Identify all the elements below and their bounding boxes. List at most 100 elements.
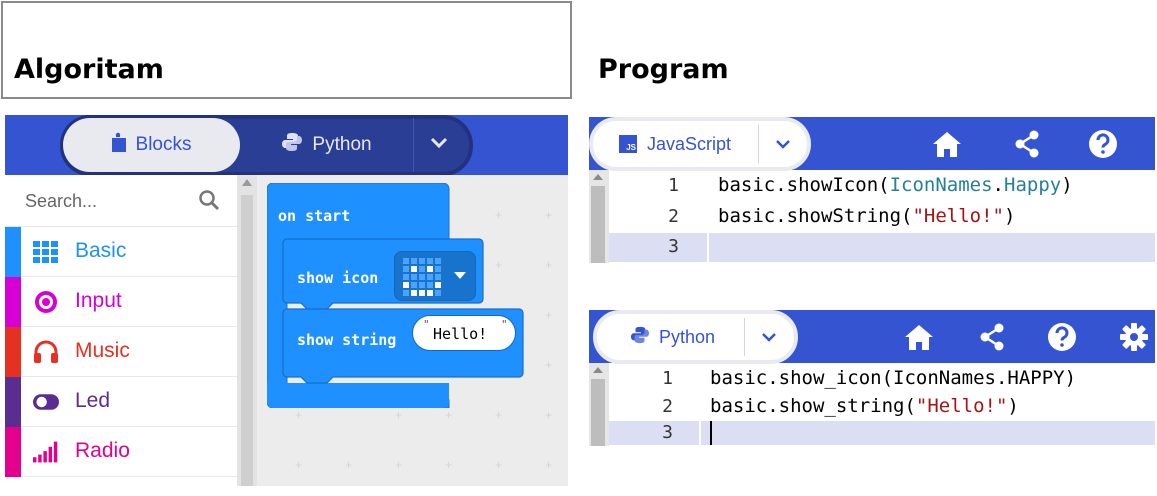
category-basic[interactable]: Basic: [5, 227, 237, 277]
open-quote-icon: ": [423, 318, 430, 331]
category-label: Input: [75, 289, 122, 312]
puzzle-icon: [111, 132, 126, 158]
line-separator: [699, 421, 701, 445]
code-line[interactable]: 2 basic.showString("Hello!"): [609, 203, 1155, 231]
editor-toolbar: Blocks Python: [5, 115, 568, 176]
chevron-down-icon: [761, 333, 776, 342]
javascript-editor: JS JavaScript 1 basic.showIcon(IconNames…: [589, 117, 1155, 263]
grid-plus: +: [545, 408, 553, 422]
editor-menu-button[interactable]: [413, 118, 463, 172]
toolbox: Basic Input Music Led: [5, 175, 237, 486]
scrollbar-thumb[interactable]: [241, 195, 253, 486]
settings-button[interactable]: [1117, 320, 1151, 354]
happy-face-icon: [403, 258, 441, 296]
category-color-bar: [5, 327, 21, 377]
help-button[interactable]: [1045, 320, 1079, 354]
program-heading: Program: [598, 54, 729, 85]
string-field[interactable]: " Hello! ": [412, 315, 516, 351]
caret-down-icon: [454, 272, 466, 279]
toggle-icon: [33, 389, 59, 415]
grid-plus: +: [545, 358, 553, 372]
search-input[interactable]: [25, 189, 185, 213]
category-input[interactable]: Input: [5, 277, 237, 327]
show-string-label: show string: [297, 331, 397, 349]
blocks-workspace[interactable]: + + + + + + + + + + + + + + + + + on sta…: [257, 175, 568, 486]
grid-plus: +: [545, 308, 553, 322]
grid-plus: +: [345, 458, 353, 472]
string-value: Hello!: [433, 325, 488, 343]
grid-plus: +: [545, 208, 553, 222]
code-text: basic.show_icon(IconNames.HAPPY): [710, 367, 1077, 389]
category-color-bar: [5, 377, 21, 427]
grid-plus: +: [395, 458, 403, 472]
category-label: Led: [75, 389, 111, 412]
python-icon: [282, 132, 303, 158]
tab-python[interactable]: Python: [247, 118, 407, 172]
tab-blocks-label: Blocks: [135, 134, 192, 155]
code-line-active[interactable]: 3: [609, 421, 1155, 445]
code-line[interactable]: 1 basic.showIcon(IconNames.Happy): [609, 172, 1155, 200]
code-text: basic.showString("Hello!"): [718, 205, 1016, 227]
line-number: 3: [662, 422, 673, 443]
algorithm-heading-box: [1, 1, 572, 99]
line-number: 2: [668, 206, 679, 227]
share-button[interactable]: [975, 320, 1009, 354]
category-radio[interactable]: Radio: [5, 427, 237, 477]
code-text: basic.show_string("Hello!"): [710, 395, 1019, 417]
editor-scrollbar[interactable]: [589, 170, 609, 263]
line-number: 1: [662, 368, 673, 389]
grid-plus: +: [495, 258, 503, 272]
on-start-label: on start: [278, 207, 351, 225]
home-button[interactable]: [902, 320, 936, 354]
category-label: Basic: [75, 239, 127, 262]
grid-plus: +: [495, 458, 503, 472]
language-menu-button[interactable]: [744, 318, 792, 356]
scrollbar-thumb[interactable]: [591, 186, 605, 263]
tab-blocks[interactable]: Blocks: [63, 118, 240, 172]
algorithm-heading: Algoritam: [14, 54, 164, 85]
python-editor: Python: [589, 310, 1155, 446]
target-icon: [33, 289, 59, 315]
share-button[interactable]: [1010, 127, 1044, 161]
grid-icon: [33, 239, 59, 265]
grid-plus: +: [545, 458, 553, 472]
editor-scrollbar[interactable]: [589, 363, 609, 446]
close-quote-icon: ": [501, 318, 508, 331]
share-icon: [1015, 130, 1039, 158]
toolbox-search: [5, 175, 237, 227]
language-menu-button[interactable]: [758, 125, 806, 163]
gear-icon: [1120, 323, 1148, 351]
home-icon: [933, 132, 961, 157]
line-number: 3: [668, 236, 679, 257]
python-icon: [631, 326, 649, 349]
toolbox-scrollbar[interactable]: [237, 175, 257, 486]
scroll-up-arrow-icon[interactable]: [593, 174, 603, 180]
grid-plus: +: [495, 208, 503, 222]
help-button[interactable]: [1086, 127, 1120, 161]
chevron-down-icon: [430, 136, 448, 154]
category-music[interactable]: Music: [5, 327, 237, 377]
code-line-active[interactable]: 3: [609, 233, 1155, 262]
tab-javascript[interactable]: JS JavaScript: [619, 120, 731, 168]
python-toolbar: Python: [589, 310, 1155, 364]
headphones-icon: [33, 339, 59, 365]
javascript-toolbar: JS JavaScript: [589, 117, 1155, 171]
category-label: Radio: [75, 439, 130, 462]
code-line[interactable]: 1 basic.show_icon(IconNames.HAPPY): [609, 365, 1155, 393]
line-number: 2: [662, 396, 673, 417]
category-color-bar: [5, 277, 21, 327]
blocks-editor: Blocks Python: [5, 115, 568, 486]
code-line[interactable]: 2 basic.show_string("Hello!"): [609, 393, 1155, 421]
scroll-up-arrow-icon[interactable]: [593, 367, 603, 373]
search-icon[interactable]: [198, 189, 220, 216]
category-led[interactable]: Led: [5, 377, 237, 427]
share-icon: [980, 323, 1004, 351]
scroll-up-arrow-icon[interactable]: [242, 179, 252, 186]
line-number: 1: [668, 175, 679, 196]
tab-python-label: Python: [312, 134, 372, 155]
tab-python-code[interactable]: Python: [631, 313, 715, 361]
home-icon: [905, 325, 933, 350]
scrollbar-thumb[interactable]: [591, 379, 605, 446]
home-button[interactable]: [930, 127, 964, 161]
icon-picker-dropdown[interactable]: [394, 251, 476, 301]
